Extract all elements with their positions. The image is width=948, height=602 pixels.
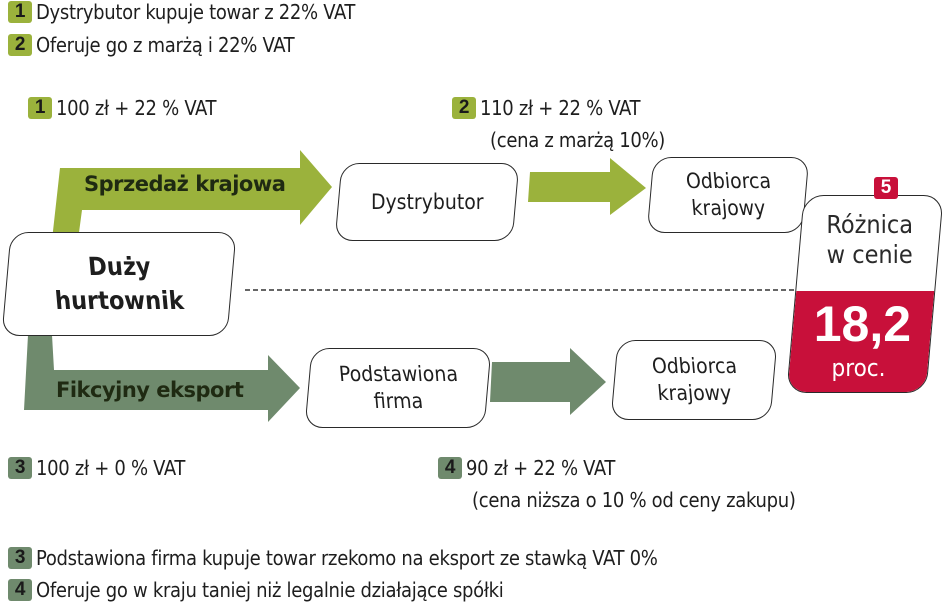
price-text: 100 zł + 22 % VAT	[56, 96, 217, 120]
domestic-recipient-node-bottom: Odbiorca krajowy	[610, 340, 778, 420]
price-difference-card: Różnica w cenie 18,2 proc.	[786, 195, 944, 393]
node-text: firma	[372, 389, 424, 413]
legend-item-1: 1 Dystrybutor kupuje towar z 22% VAT	[8, 0, 355, 24]
price-label-3: 3 100 zł + 0 % VAT	[8, 456, 185, 480]
legend-text: Dystrybutor kupuje towar z 22% VAT	[36, 0, 356, 24]
price-label-2: 2 110 zł + 22 % VAT	[452, 96, 640, 120]
domestic-sale-label: Sprzedaż krajowa	[84, 172, 286, 196]
node-text: Duży	[86, 252, 152, 281]
difference-label: w cenie	[826, 240, 913, 269]
shell-company-node: Podstawiona firma	[304, 348, 492, 428]
distributor-node: Dystrybutor	[334, 163, 520, 241]
step-badge: 1	[8, 1, 32, 23]
node-text: krajowy	[690, 196, 766, 220]
node-text: hurtownik	[53, 286, 185, 315]
price-note-2: (cena z marżą 10%)	[490, 128, 665, 152]
large-wholesaler-node: Duży hurtownik	[1, 232, 237, 336]
step-badge: 3	[8, 457, 32, 479]
legend-item-2: 2 Oferuje go z marżą i 22% VAT	[8, 33, 295, 57]
step-badge: 4	[8, 579, 32, 601]
step-badge: 2	[8, 34, 32, 56]
step-badge: 4	[438, 457, 462, 479]
legend-item-4: 4 Oferuje go w kraju taniej niż legalnie…	[8, 578, 504, 602]
difference-value: 18,2	[813, 296, 912, 352]
step-badge: 3	[8, 547, 32, 569]
step-badge-5: 5	[874, 177, 898, 199]
price-text: 90 zł + 22 % VAT	[466, 456, 616, 480]
price-label-4: 4 90 zł + 22 % VAT	[438, 456, 615, 480]
shell-arrow-shape	[490, 348, 606, 415]
price-label-1: 1 100 zł + 22 % VAT	[28, 96, 216, 120]
step-badge: 1	[28, 97, 52, 119]
difference-unit: proc.	[831, 354, 886, 382]
legend-text: Podstawiona firma kupuje towar rzekomo n…	[36, 546, 658, 570]
node-text: Podstawiona	[337, 362, 459, 386]
step-badge: 2	[452, 97, 476, 119]
price-note: (cena z marżą 10%)	[490, 128, 666, 152]
domestic-arrow-shape	[52, 150, 332, 240]
price-text: 110 zł + 22 % VAT	[480, 96, 641, 120]
legend-text: Oferuje go w kraju taniej niż legalnie d…	[36, 578, 504, 602]
distributor-arrow-shape	[528, 158, 646, 215]
domestic-recipient-node-top: Odbiorca krajowy	[646, 157, 810, 233]
price-note: (cena niższa o 10 % od ceny zakupu)	[472, 488, 796, 512]
node-text: krajowy	[656, 381, 732, 405]
difference-label: Różnica	[826, 210, 914, 239]
price-text: 100 zł + 0 % VAT	[36, 456, 186, 480]
fictitious-export-label: Fikcyjny eksport	[56, 378, 244, 402]
node-text: Odbiorca	[684, 169, 772, 193]
export-arrow-shape	[24, 335, 300, 422]
legend-text: Oferuje go z marżą i 22% VAT	[36, 33, 295, 57]
node-text: Dystrybutor	[370, 189, 484, 214]
price-note-4: (cena niższa o 10 % od ceny zakupu)	[472, 488, 796, 512]
legend-item-3: 3 Podstawiona firma kupuje towar rzekomo…	[8, 546, 658, 570]
node-text: Odbiorca	[650, 354, 738, 378]
